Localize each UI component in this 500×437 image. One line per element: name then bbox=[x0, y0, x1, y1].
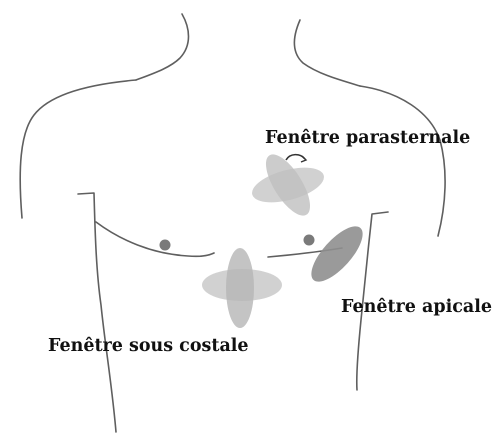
left-nipple bbox=[160, 240, 171, 251]
apical-window-label: Fenêtre apicale bbox=[341, 297, 492, 317]
left-shoulder-outline bbox=[20, 80, 136, 218]
subcostal-probe-marker bbox=[202, 248, 282, 328]
right-nipple bbox=[304, 235, 315, 246]
left-torso-outline bbox=[78, 193, 116, 432]
parasternal-probe-marker bbox=[248, 148, 327, 222]
apical-probe-marker bbox=[303, 219, 371, 290]
parasternal-window-label: Fenêtre parasternale bbox=[265, 128, 470, 148]
neck-right-outline bbox=[294, 20, 360, 86]
rotation-arrow-icon bbox=[286, 155, 305, 160]
left-pectoral-line bbox=[96, 222, 214, 256]
neck-left-outline bbox=[136, 14, 189, 80]
subcostal-window-label: Fenêtre sous costale bbox=[48, 336, 249, 356]
